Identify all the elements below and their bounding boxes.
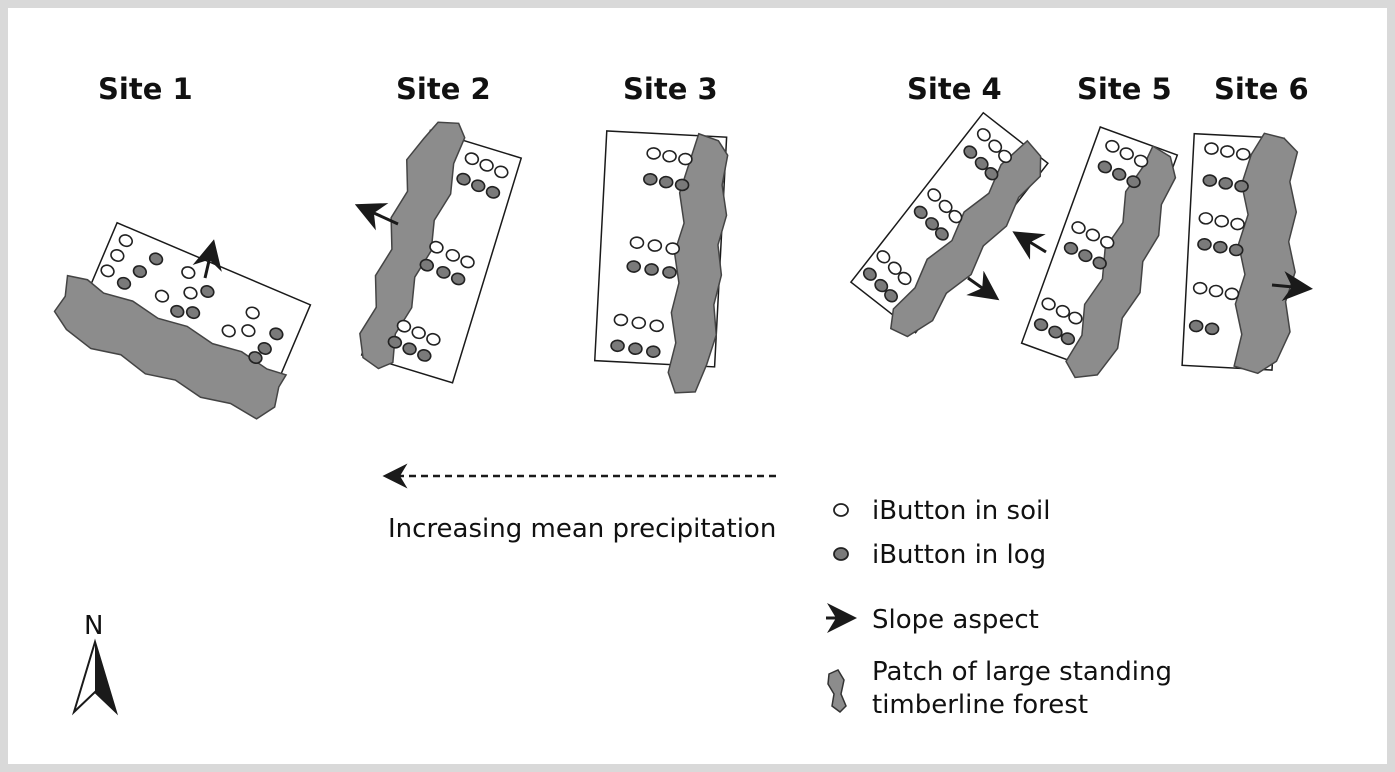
soil-ibuttons	[613, 147, 693, 333]
forest-patch-icon	[827, 669, 847, 713]
site-1-slope-arrow	[192, 239, 222, 279]
soil-ibuttons	[876, 128, 1012, 286]
log-ibuttons	[116, 252, 284, 365]
north-label: N	[84, 611, 103, 641]
soil-ibutton-icon	[833, 503, 849, 517]
forest-patch	[1065, 145, 1177, 379]
soil-ibuttons	[1041, 139, 1149, 325]
site-6-slope-arrow	[1271, 271, 1313, 301]
site-2-slope-arrow	[354, 203, 399, 231]
legend-soil-label: iButton in soil	[872, 496, 1050, 526]
legend-slope-label: Slope aspect	[872, 605, 1039, 635]
log-ibuttons	[1188, 174, 1249, 336]
site-2-plot	[359, 121, 523, 384]
legend-log-label: iButton in log	[872, 540, 1046, 570]
site-3-title: Site 3	[623, 72, 718, 106]
site-2-title: Site 2	[396, 72, 491, 106]
soil-ibuttons	[100, 234, 260, 338]
site-1-plot	[53, 221, 312, 420]
legend: iButton in soil iButton in log Slope asp…	[826, 496, 1172, 720]
legend-patch-label-line1: Patch of large standing	[872, 657, 1172, 687]
site-4-title: Site 4	[907, 72, 1002, 106]
site-3-plot	[593, 130, 729, 394]
log-ibuttons	[387, 172, 501, 362]
log-ibutton-icon	[833, 547, 849, 561]
log-ibuttons	[862, 145, 999, 303]
forest-patch	[53, 274, 288, 420]
site-5-slope-arrow	[1012, 231, 1047, 260]
forest-patch	[667, 132, 729, 394]
log-ibuttons	[1033, 160, 1141, 346]
forest-patch	[1233, 132, 1299, 375]
site-5-plot	[1020, 126, 1179, 379]
site-1-title: Site 1	[98, 72, 193, 106]
site-6-plot	[1181, 132, 1299, 375]
site-6-title: Site 6	[1214, 72, 1309, 106]
soil-ibuttons	[1192, 142, 1251, 301]
site-5-title: Site 5	[1077, 72, 1172, 106]
legend-patch-label-line2: timberline forest	[872, 690, 1088, 720]
site-4-slope-arrow	[966, 270, 1000, 301]
site-4-plot	[849, 111, 1049, 338]
precipitation-gradient-label: Increasing mean precipitation	[388, 514, 776, 544]
soil-ibuttons	[396, 152, 509, 346]
forest-patch	[359, 121, 466, 370]
forest-patch	[889, 139, 1042, 338]
north-arrow: N	[71, 611, 119, 716]
log-ibuttons	[610, 172, 690, 358]
